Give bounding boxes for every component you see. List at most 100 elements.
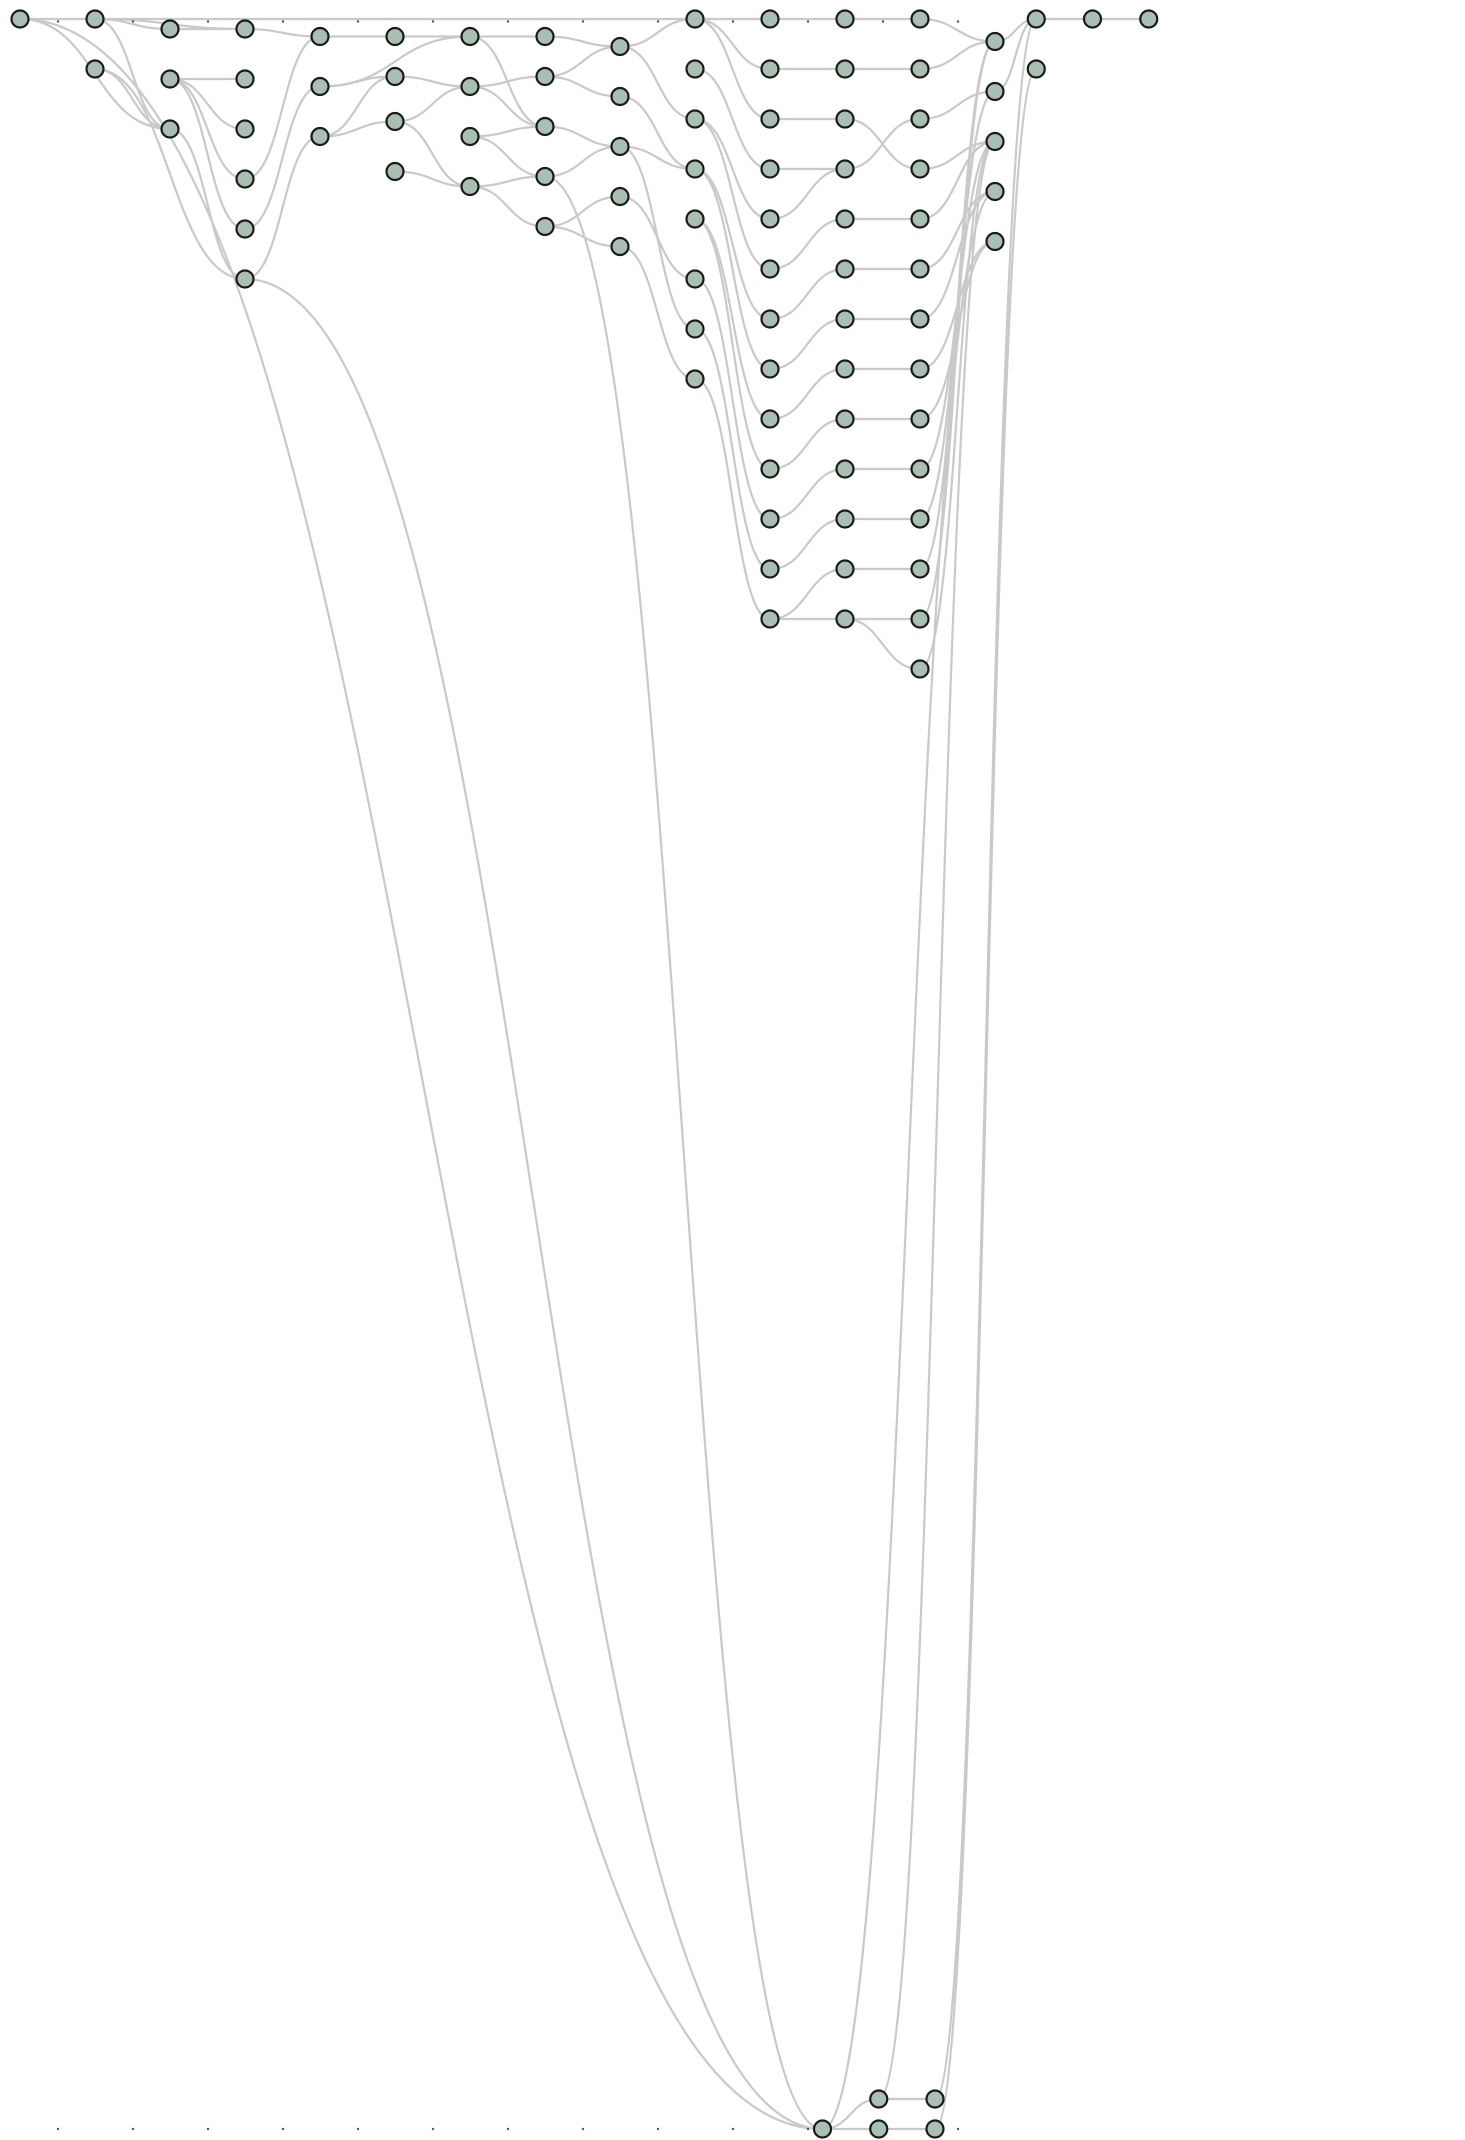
edge-junction-dot — [806, 20, 810, 23]
graph-node — [610, 186, 630, 207]
graph-node — [835, 209, 855, 229]
graph-edge — [768, 567, 847, 621]
graph-node — [160, 69, 180, 89]
graph-node — [812, 2119, 833, 2139]
graph-edge — [168, 127, 247, 281]
edge-junction-dot — [431, 2127, 435, 2131]
graph-node — [835, 409, 855, 429]
graph-node — [535, 116, 555, 137]
graph-edge — [468, 75, 547, 88]
graph-node — [835, 509, 855, 529]
graph-node — [835, 159, 855, 179]
graph-edge — [393, 85, 472, 123]
graph-node — [910, 359, 930, 379]
graph-edge — [243, 85, 322, 231]
graph-node — [535, 26, 555, 47]
graph-edge — [168, 77, 247, 231]
graph-node — [910, 509, 930, 529]
graph-node — [835, 559, 855, 579]
edge-junction-dot — [506, 2127, 510, 2131]
graph-node — [760, 159, 780, 179]
graph-node — [160, 19, 180, 39]
graph-edge — [468, 135, 547, 178]
graph-edge — [843, 117, 922, 171]
graph-node — [535, 166, 555, 187]
graph-edge — [243, 27, 322, 38]
edge-junction-dot — [506, 20, 510, 23]
graph-edge — [693, 217, 772, 471]
graph-node — [760, 59, 780, 79]
graph-edge — [768, 217, 847, 271]
graph-edge — [843, 617, 922, 671]
graph-edge — [318, 75, 397, 138]
graph-node — [869, 2089, 889, 2109]
graph-node — [85, 9, 105, 29]
graph-node — [835, 309, 855, 329]
graph-edge — [468, 175, 547, 188]
graph-node — [910, 209, 930, 229]
edge-junction-dot — [431, 20, 435, 23]
edge-junction-dot — [206, 20, 210, 23]
graph-edge — [768, 367, 847, 421]
graph-node — [1026, 9, 1046, 29]
graph-edge — [693, 17, 772, 121]
graph-edge — [768, 317, 847, 371]
edge-junction-dot — [581, 2127, 585, 2131]
graph-edge — [693, 67, 772, 171]
graph-edge — [693, 167, 772, 371]
graph-node — [835, 609, 855, 629]
graph-edge — [693, 277, 772, 521]
graph-node — [685, 159, 705, 179]
graph-node — [910, 559, 930, 579]
edge-junction-dot — [131, 20, 135, 23]
graph-edge — [918, 90, 997, 121]
edge-junction-dot — [356, 20, 360, 23]
graph-node — [385, 26, 405, 47]
graph-node — [910, 659, 930, 679]
graph-edge — [393, 75, 472, 88]
edge-junction-dot — [806, 2127, 810, 2131]
graph-edge — [918, 40, 997, 71]
graph-edge — [543, 195, 622, 228]
edge-junction-dot — [956, 2127, 960, 2131]
graph-node — [760, 409, 780, 429]
graph-edge — [768, 267, 847, 321]
graph-node — [160, 119, 180, 139]
graph-node — [925, 2089, 945, 2109]
graph-edge — [768, 417, 847, 471]
graph-node — [460, 126, 480, 147]
graph-node — [760, 609, 780, 629]
graph-edge — [618, 145, 697, 331]
edge-junction-dot — [956, 20, 960, 23]
graph-node — [1082, 9, 1103, 29]
graph-edge — [693, 117, 772, 271]
graph-node — [910, 609, 930, 629]
graph-edge — [543, 75, 622, 98]
graph-edge — [918, 17, 997, 43]
graph-node — [985, 231, 1005, 252]
edge-junction-dot — [731, 2127, 735, 2131]
graph-node — [610, 236, 630, 257]
edge-junction-dot — [881, 20, 885, 23]
graph-edge — [243, 35, 322, 181]
graph-edge — [768, 517, 847, 571]
graph-node — [685, 209, 705, 229]
graph-node — [310, 126, 330, 147]
graph-node — [235, 69, 255, 89]
graph-node — [760, 509, 780, 529]
graph-node — [910, 109, 930, 129]
graph-node — [385, 111, 405, 132]
graph-edge — [877, 140, 997, 2101]
graph-node — [910, 59, 930, 79]
graph-node — [760, 559, 780, 579]
graph-node — [685, 9, 705, 29]
graph-node — [460, 76, 480, 97]
graph-node — [235, 219, 255, 239]
graph-edge — [543, 125, 622, 148]
graph-edge — [618, 95, 697, 171]
edge-junction-dot — [656, 2127, 660, 2131]
graph-edge — [393, 120, 472, 188]
graph-node — [460, 176, 480, 197]
graph-node — [310, 76, 330, 97]
